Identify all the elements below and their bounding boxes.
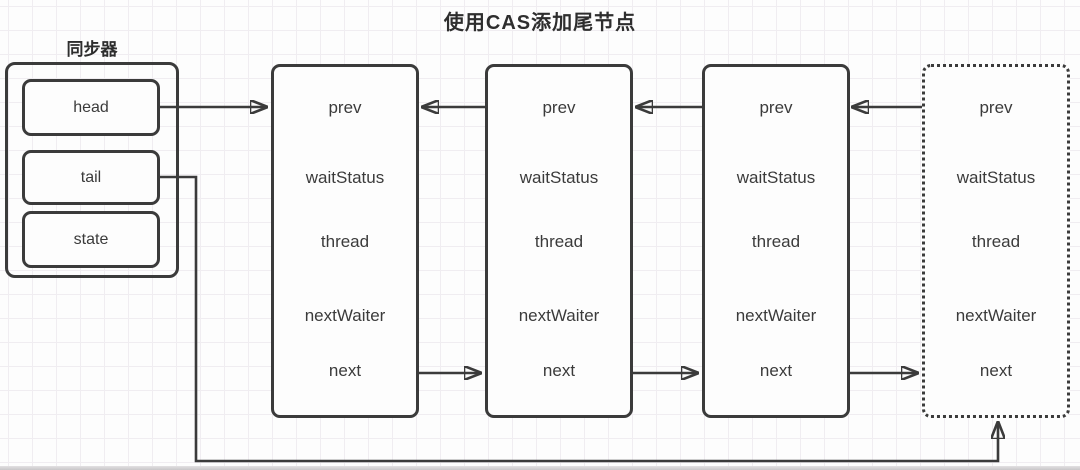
synchronizer-box: head tail state bbox=[5, 62, 179, 278]
node-field-label: prev bbox=[979, 98, 1013, 118]
node-field-label: next bbox=[542, 360, 576, 380]
diagram-title: 使用CAS添加尾节点 bbox=[443, 12, 637, 34]
bottom-edge-line bbox=[0, 466, 1080, 470]
aqs-node-2: prev waitStatus thread nextWaiter next bbox=[485, 64, 633, 418]
node-field-label: nextWaiter bbox=[304, 305, 386, 325]
sync-field-state: state bbox=[22, 211, 160, 268]
synchronizer-label: 同步器 bbox=[66, 40, 118, 59]
sync-field-tail-label: tail bbox=[80, 168, 102, 186]
sync-field-head: head bbox=[22, 79, 160, 136]
aqs-node-1: prev waitStatus thread nextWaiter next bbox=[271, 64, 419, 418]
node-field-label: prev bbox=[542, 98, 576, 118]
node-field-label: waitStatus bbox=[519, 167, 599, 187]
node-field-label: prev bbox=[328, 98, 362, 118]
node-field-label: nextWaiter bbox=[955, 305, 1037, 325]
node-field-label: nextWaiter bbox=[518, 305, 600, 325]
node-field-label: nextWaiter bbox=[735, 305, 817, 325]
sync-field-tail: tail bbox=[22, 150, 160, 205]
sync-field-head-label: head bbox=[73, 98, 109, 116]
node-field-label: next bbox=[328, 360, 362, 380]
node-field-label: next bbox=[979, 360, 1013, 380]
sync-field-state-label: state bbox=[73, 230, 109, 248]
node-field-label: waitStatus bbox=[956, 167, 1036, 187]
node-field-label: thread bbox=[320, 231, 370, 251]
node-field-label: thread bbox=[534, 231, 584, 251]
node-field-label: prev bbox=[759, 98, 793, 118]
aqs-node-3: prev waitStatus thread nextWaiter next bbox=[702, 64, 850, 418]
node-field-label: waitStatus bbox=[736, 167, 816, 187]
node-field-label: thread bbox=[971, 231, 1021, 251]
node-field-label: waitStatus bbox=[305, 167, 385, 187]
node-field-label: next bbox=[759, 360, 793, 380]
node-field-label: thread bbox=[751, 231, 801, 251]
aqs-node-4-new-tail: prev waitStatus thread nextWaiter next bbox=[922, 64, 1070, 418]
